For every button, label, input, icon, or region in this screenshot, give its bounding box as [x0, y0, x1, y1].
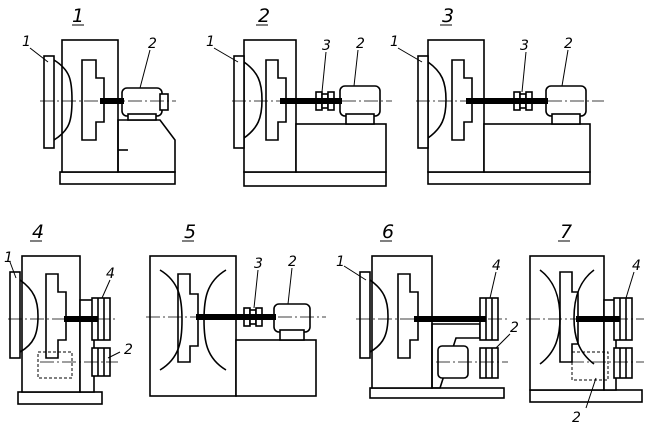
figure-2: 2 1 3 2 [206, 5, 392, 187]
figure-5-number: 5 [184, 221, 196, 243]
figure-1-base [59, 171, 176, 185]
figure-6-base [369, 387, 505, 399]
figure-2-callout-coupling: 3 [322, 38, 331, 54]
figure-2-motor-support [295, 123, 387, 173]
figure-3-motor-support [483, 123, 591, 173]
figure-5: 5 3 2 [146, 221, 326, 397]
figure-1-motor [121, 87, 163, 117]
figure-7: 7 4 2 [526, 221, 644, 426]
figure-7-bracket [603, 299, 617, 391]
figure-3-callout-coupling: 3 [520, 38, 529, 54]
figure-5-impeller [177, 273, 199, 363]
figure-4: 4 1 4 2 [4, 221, 133, 405]
figure-1-number: 1 [72, 5, 84, 27]
figure-4-bracket [79, 299, 95, 393]
figure-4-impeller [45, 273, 67, 359]
figure-6-number: 6 [382, 221, 394, 243]
figure-4-base [17, 391, 103, 405]
figure-2-number: 2 [258, 5, 270, 27]
figure-7-base [529, 389, 643, 403]
figure-2-callout-fan: 1 [206, 34, 215, 50]
figure-5-callout-coupling: 3 [254, 256, 263, 272]
figure-7-fan-housing [529, 255, 605, 391]
figure-3-callout-motor: 2 [564, 36, 573, 52]
figure-1-inlet-cone [53, 59, 73, 141]
figure-4-callout-motor: 2 [124, 342, 133, 358]
figure-3-inlet [417, 55, 429, 149]
figure-6: 6 1 4 2 [336, 221, 519, 399]
figure-7-number: 7 [560, 221, 572, 243]
figure-4-number: 4 [32, 221, 44, 243]
figure-1-fan-housing [61, 39, 119, 173]
figure-7-motor-pulley [613, 347, 633, 379]
figure-3-impeller [451, 59, 473, 141]
figure-5-callout-motor: 2 [288, 254, 297, 270]
figure-2-impeller [265, 59, 287, 141]
figure-6-motor-pulley [479, 347, 499, 379]
figure-1: 1 1 2 [22, 5, 176, 185]
figure-2-base [243, 171, 387, 187]
figure-7-motor-hidden [571, 351, 609, 381]
figure-4-motor-hidden [37, 351, 73, 379]
figure-3: 3 1 3 2 [390, 5, 604, 185]
figure-4-fan-housing [21, 255, 81, 393]
figure-7-impeller [559, 271, 579, 363]
figure-7-callout-motor: 2 [572, 410, 581, 426]
figure-4-callout-belt-drive: 4 [106, 266, 115, 282]
figure-6-callout-motor: 2 [510, 320, 519, 336]
figure-1-callout-fan: 1 [22, 34, 31, 50]
figure-1-callout-motor: 2 [148, 36, 157, 52]
figure-6-callout-belt-drive: 4 [492, 258, 501, 274]
figure-5-fan-housing [149, 255, 237, 397]
figure-2-callout-motor: 2 [356, 36, 365, 52]
figure-6-callout-fan: 1 [336, 254, 345, 270]
figure-1-impeller [81, 59, 105, 141]
figure-2-inlet [233, 55, 245, 149]
figure-5-motor [273, 303, 311, 333]
figure-7-callout-belt-drive: 4 [632, 258, 641, 274]
figure-6-inlet [359, 271, 371, 359]
figure-1-inlet [43, 55, 55, 149]
figure-3-base [427, 171, 591, 185]
figure-3-fan-housing [427, 39, 485, 173]
figure-4-inlet [9, 271, 21, 359]
figure-4-callout-fan: 1 [4, 250, 13, 266]
figure-3-callout-fan: 1 [390, 34, 399, 50]
figure-5-motor-support [235, 339, 317, 397]
figure-3-number: 3 [442, 5, 454, 27]
figure-1-motor-support [117, 119, 176, 173]
figure-6-impeller [397, 273, 419, 359]
